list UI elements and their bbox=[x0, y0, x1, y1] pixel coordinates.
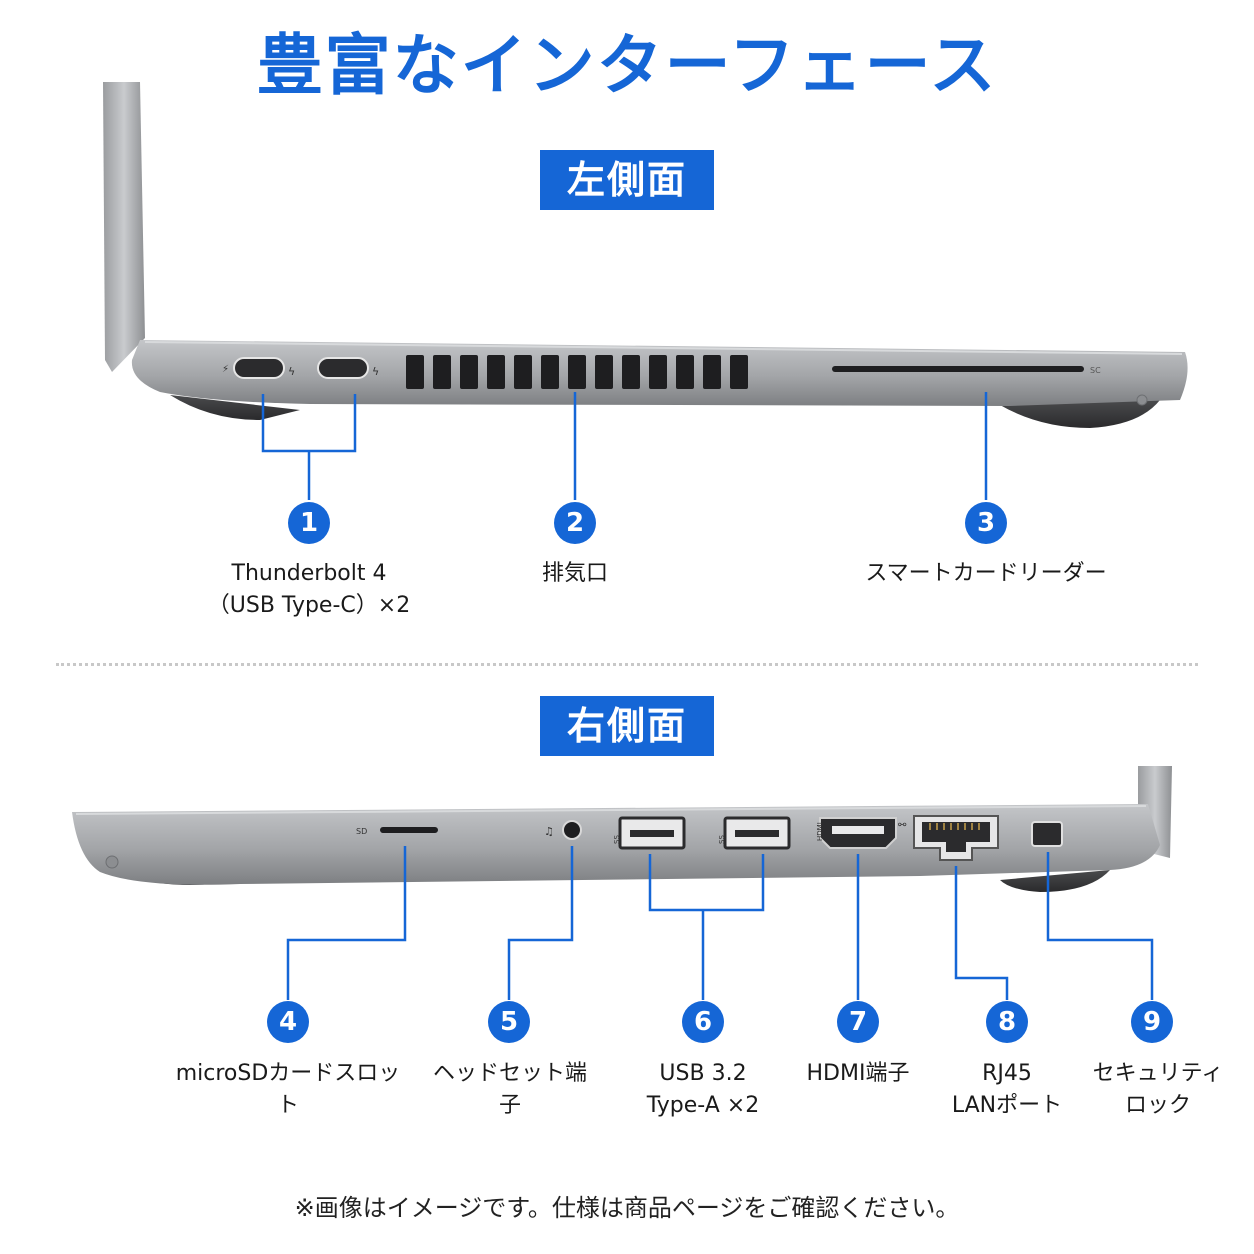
left-front-foot bbox=[170, 395, 300, 420]
port-label-microsd: microSDカードスロット bbox=[175, 1061, 401, 1118]
port-label-hdmi: HDMI端子 bbox=[806, 1061, 910, 1086]
left-side-laptop: ⚡ ϟ ϟ SC bbox=[103, 82, 1188, 428]
right-rear-foot bbox=[1000, 870, 1110, 892]
sd-marking: SD bbox=[356, 827, 367, 836]
thunderbolt-port-2 bbox=[317, 357, 369, 379]
right-callout-lines bbox=[286, 846, 1154, 1000]
port-label-thunderbolt: Thunderbolt 4 （USB Type-C）×2 bbox=[207, 561, 411, 618]
thunderbolt-icon: ϟ bbox=[288, 365, 295, 378]
headset-icon: ♫ bbox=[544, 825, 554, 838]
power-icon: ⚡ bbox=[222, 364, 229, 375]
port-label-exhaust: 排気口 bbox=[541, 561, 608, 586]
port-label-security-lock: セキュリティ ロック bbox=[1092, 1061, 1224, 1118]
left-side-badge: 左側面 bbox=[540, 150, 714, 210]
callout-number-4: 4 bbox=[267, 1001, 309, 1043]
port-label-rj45: RJ45 LANポート bbox=[951, 1061, 1063, 1118]
port-label-smartcard: スマートカードリーダー bbox=[865, 561, 1107, 586]
smartcard-marking: SC bbox=[1090, 366, 1101, 375]
left-rear-foot bbox=[1000, 400, 1160, 428]
hdmi-marking: HDMI bbox=[816, 822, 824, 841]
callout-number-2: 2 bbox=[554, 502, 596, 544]
smartcard-slot bbox=[832, 366, 1084, 372]
headset-jack bbox=[562, 820, 582, 840]
left-lid bbox=[103, 82, 145, 372]
ss-marking-2: SS bbox=[718, 835, 726, 844]
microsd-slot bbox=[380, 827, 438, 833]
callout-number-5: 5 bbox=[488, 1001, 530, 1043]
callout-number-7: 7 bbox=[837, 1001, 879, 1043]
callout-number-6: 6 bbox=[682, 1001, 724, 1043]
callout-number-8: 8 bbox=[986, 1001, 1028, 1043]
right-side-badge: 右側面 bbox=[540, 696, 714, 756]
port-label-usb-a: USB 3.2 Type-A ×2 bbox=[646, 1061, 760, 1118]
callout-number-1: 1 bbox=[288, 502, 330, 544]
callout-number-3: 3 bbox=[965, 502, 1007, 544]
ss-marking-1: SS bbox=[613, 835, 621, 844]
exhaust-vent bbox=[406, 355, 748, 389]
security-lock-slot bbox=[1031, 821, 1063, 847]
section-divider bbox=[56, 663, 1198, 666]
page-title: 豊富なインターフェース bbox=[256, 27, 998, 104]
footnote: ※画像はイメージです。仕様は商品ページをご確認ください。 bbox=[294, 1194, 960, 1222]
thunderbolt-port-1 bbox=[233, 357, 285, 379]
right-side-laptop: SD ♫ SS SS HDMI ⚯ bbox=[72, 766, 1172, 892]
port-label-headset: ヘッドセット端子 bbox=[432, 1061, 587, 1118]
callout-number-9: 9 bbox=[1131, 1001, 1173, 1043]
left-callout-lines bbox=[261, 392, 988, 500]
network-icon: ⚯ bbox=[898, 820, 907, 831]
thunderbolt-icon: ϟ bbox=[372, 365, 379, 378]
